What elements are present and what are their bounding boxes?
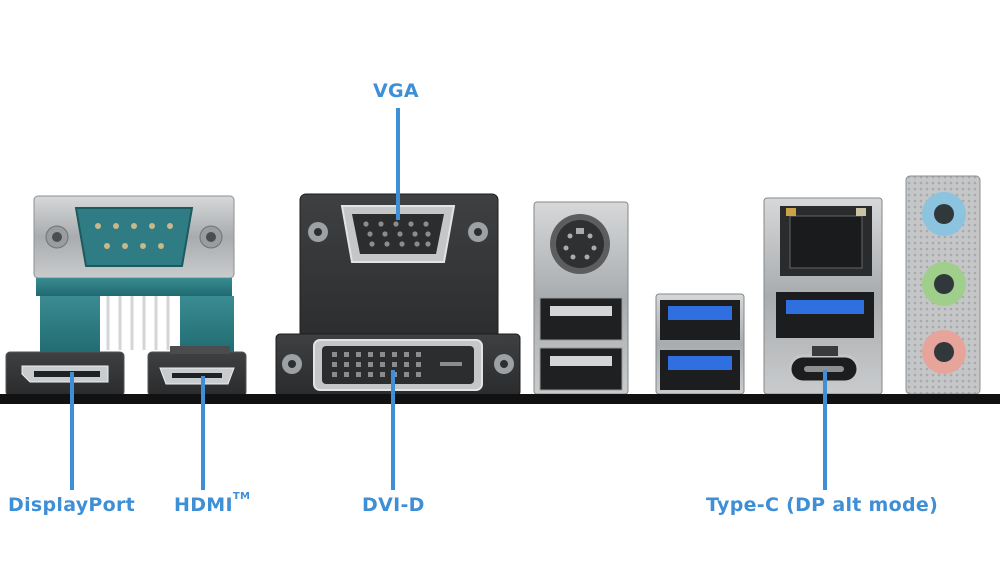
ps2-usb2-stack xyxy=(533,201,629,395)
displayport-leader-line xyxy=(70,372,74,490)
displayport-connector xyxy=(5,351,125,397)
trademark-mark: TM xyxy=(232,491,251,502)
usb3-dual-ports xyxy=(655,293,745,395)
lan-usb-typec-stack xyxy=(763,197,883,395)
vga-dvi-plate xyxy=(275,193,521,397)
dvi-leader-line xyxy=(391,370,395,490)
vga-label: VGA xyxy=(373,80,419,102)
hdmi-label: HDMITM xyxy=(174,491,251,516)
typec-leader-line xyxy=(823,370,827,490)
audio-jack-panel xyxy=(905,175,981,395)
vga-leader-line xyxy=(396,108,400,220)
baseline-bar xyxy=(0,394,1000,404)
serial-port xyxy=(33,195,235,356)
hdmi-connector xyxy=(147,346,247,397)
hdmi-leader-line xyxy=(201,376,205,490)
displayport-label: DisplayPort xyxy=(8,494,136,516)
dvi-label: DVI-D xyxy=(362,494,425,516)
typec-label: Type-C (DP alt mode) xyxy=(706,494,939,516)
